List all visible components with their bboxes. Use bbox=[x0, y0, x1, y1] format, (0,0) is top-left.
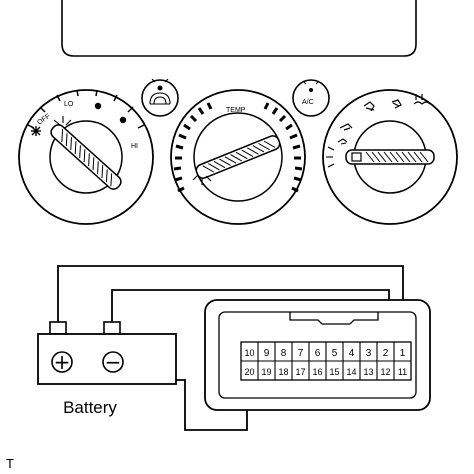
warm-scale bbox=[263, 102, 303, 193]
fan-speed-ticks bbox=[27, 89, 145, 129]
connector-pin-top: 2 bbox=[383, 348, 389, 359]
temp-knob-grip bbox=[195, 135, 281, 179]
connector-pin-bottom: 20 bbox=[244, 367, 254, 377]
connector-lock-tab bbox=[289, 312, 379, 325]
defrost-icon bbox=[413, 94, 431, 105]
connector-pin-top: 8 bbox=[281, 348, 287, 359]
fan-off-label: OFF bbox=[36, 113, 51, 127]
fan-dot-1 bbox=[94, 102, 102, 110]
connector-pin-top: 9 bbox=[264, 348, 270, 359]
fan-indicator-glow bbox=[53, 116, 72, 126]
connector-pin-bottom: 13 bbox=[363, 367, 373, 377]
negative-symbol-circle bbox=[102, 351, 124, 373]
connector-pin-top: 6 bbox=[315, 348, 321, 359]
recirculation-button[interactable] bbox=[141, 78, 179, 117]
connector-pin-top: 1 bbox=[400, 348, 406, 359]
ac-button-label: A/C bbox=[302, 99, 314, 106]
mode-icons bbox=[339, 94, 431, 131]
battery: + − Battery bbox=[37, 321, 177, 417]
mode-knob-grip bbox=[345, 149, 435, 165]
connector-pin-top: 5 bbox=[332, 348, 338, 359]
temperature-knob[interactable]: TEMP bbox=[170, 89, 306, 225]
connector-pin-top: 4 bbox=[349, 348, 355, 359]
connector-pin-bottom: 14 bbox=[346, 367, 356, 377]
recirculation-icon bbox=[149, 78, 171, 105]
battery-body bbox=[37, 333, 177, 385]
connector-pin-bottom: 18 bbox=[278, 367, 288, 377]
fan-hi-label: HI bbox=[131, 143, 138, 150]
bilevel-icon bbox=[363, 101, 375, 112]
connector-pin-top: 3 bbox=[366, 348, 372, 359]
connector-pin-top: 7 bbox=[298, 348, 304, 359]
connector-pin-bottom: 17 bbox=[295, 367, 305, 377]
temp-indicator-glow bbox=[192, 174, 212, 185]
connector-pin-bottom: 16 bbox=[312, 367, 322, 377]
negative-symbol: − bbox=[105, 350, 122, 374]
connector-pin-bottom: 11 bbox=[398, 367, 407, 377]
fan-dot-2 bbox=[119, 116, 127, 124]
floor-icon bbox=[391, 99, 402, 109]
fan-knob-grip bbox=[50, 124, 122, 190]
display-housing bbox=[61, 0, 417, 57]
figure-tag: T bbox=[6, 456, 14, 471]
battery-label: Battery bbox=[63, 398, 117, 417]
cool-scale bbox=[173, 102, 213, 193]
temp-label: TEMP bbox=[226, 107, 246, 114]
ground-wire bbox=[176, 379, 248, 431]
mode-pointer bbox=[351, 152, 362, 162]
fan-speed-knob[interactable]: OFF LO HI bbox=[18, 89, 154, 225]
positive-terminal bbox=[49, 321, 67, 335]
fan-icon bbox=[31, 126, 41, 136]
ac-button[interactable]: A/C bbox=[292, 79, 330, 117]
connector-pin-bottom: 19 bbox=[261, 367, 271, 377]
positive-symbol: + bbox=[54, 350, 71, 374]
connector-pin-bottom: 15 bbox=[329, 367, 339, 377]
connector-pin-bottom: 12 bbox=[380, 367, 390, 377]
mode-indicator-glow bbox=[326, 138, 348, 168]
mode-knob[interactable] bbox=[322, 89, 458, 225]
connector-pin-top: 10 bbox=[244, 348, 254, 358]
fan-lo-label: LO bbox=[64, 101, 74, 108]
ac-indicator-icon bbox=[309, 88, 313, 92]
positive-symbol-circle bbox=[51, 351, 73, 373]
face-vent-icon bbox=[339, 123, 353, 131]
negative-terminal bbox=[103, 321, 121, 335]
